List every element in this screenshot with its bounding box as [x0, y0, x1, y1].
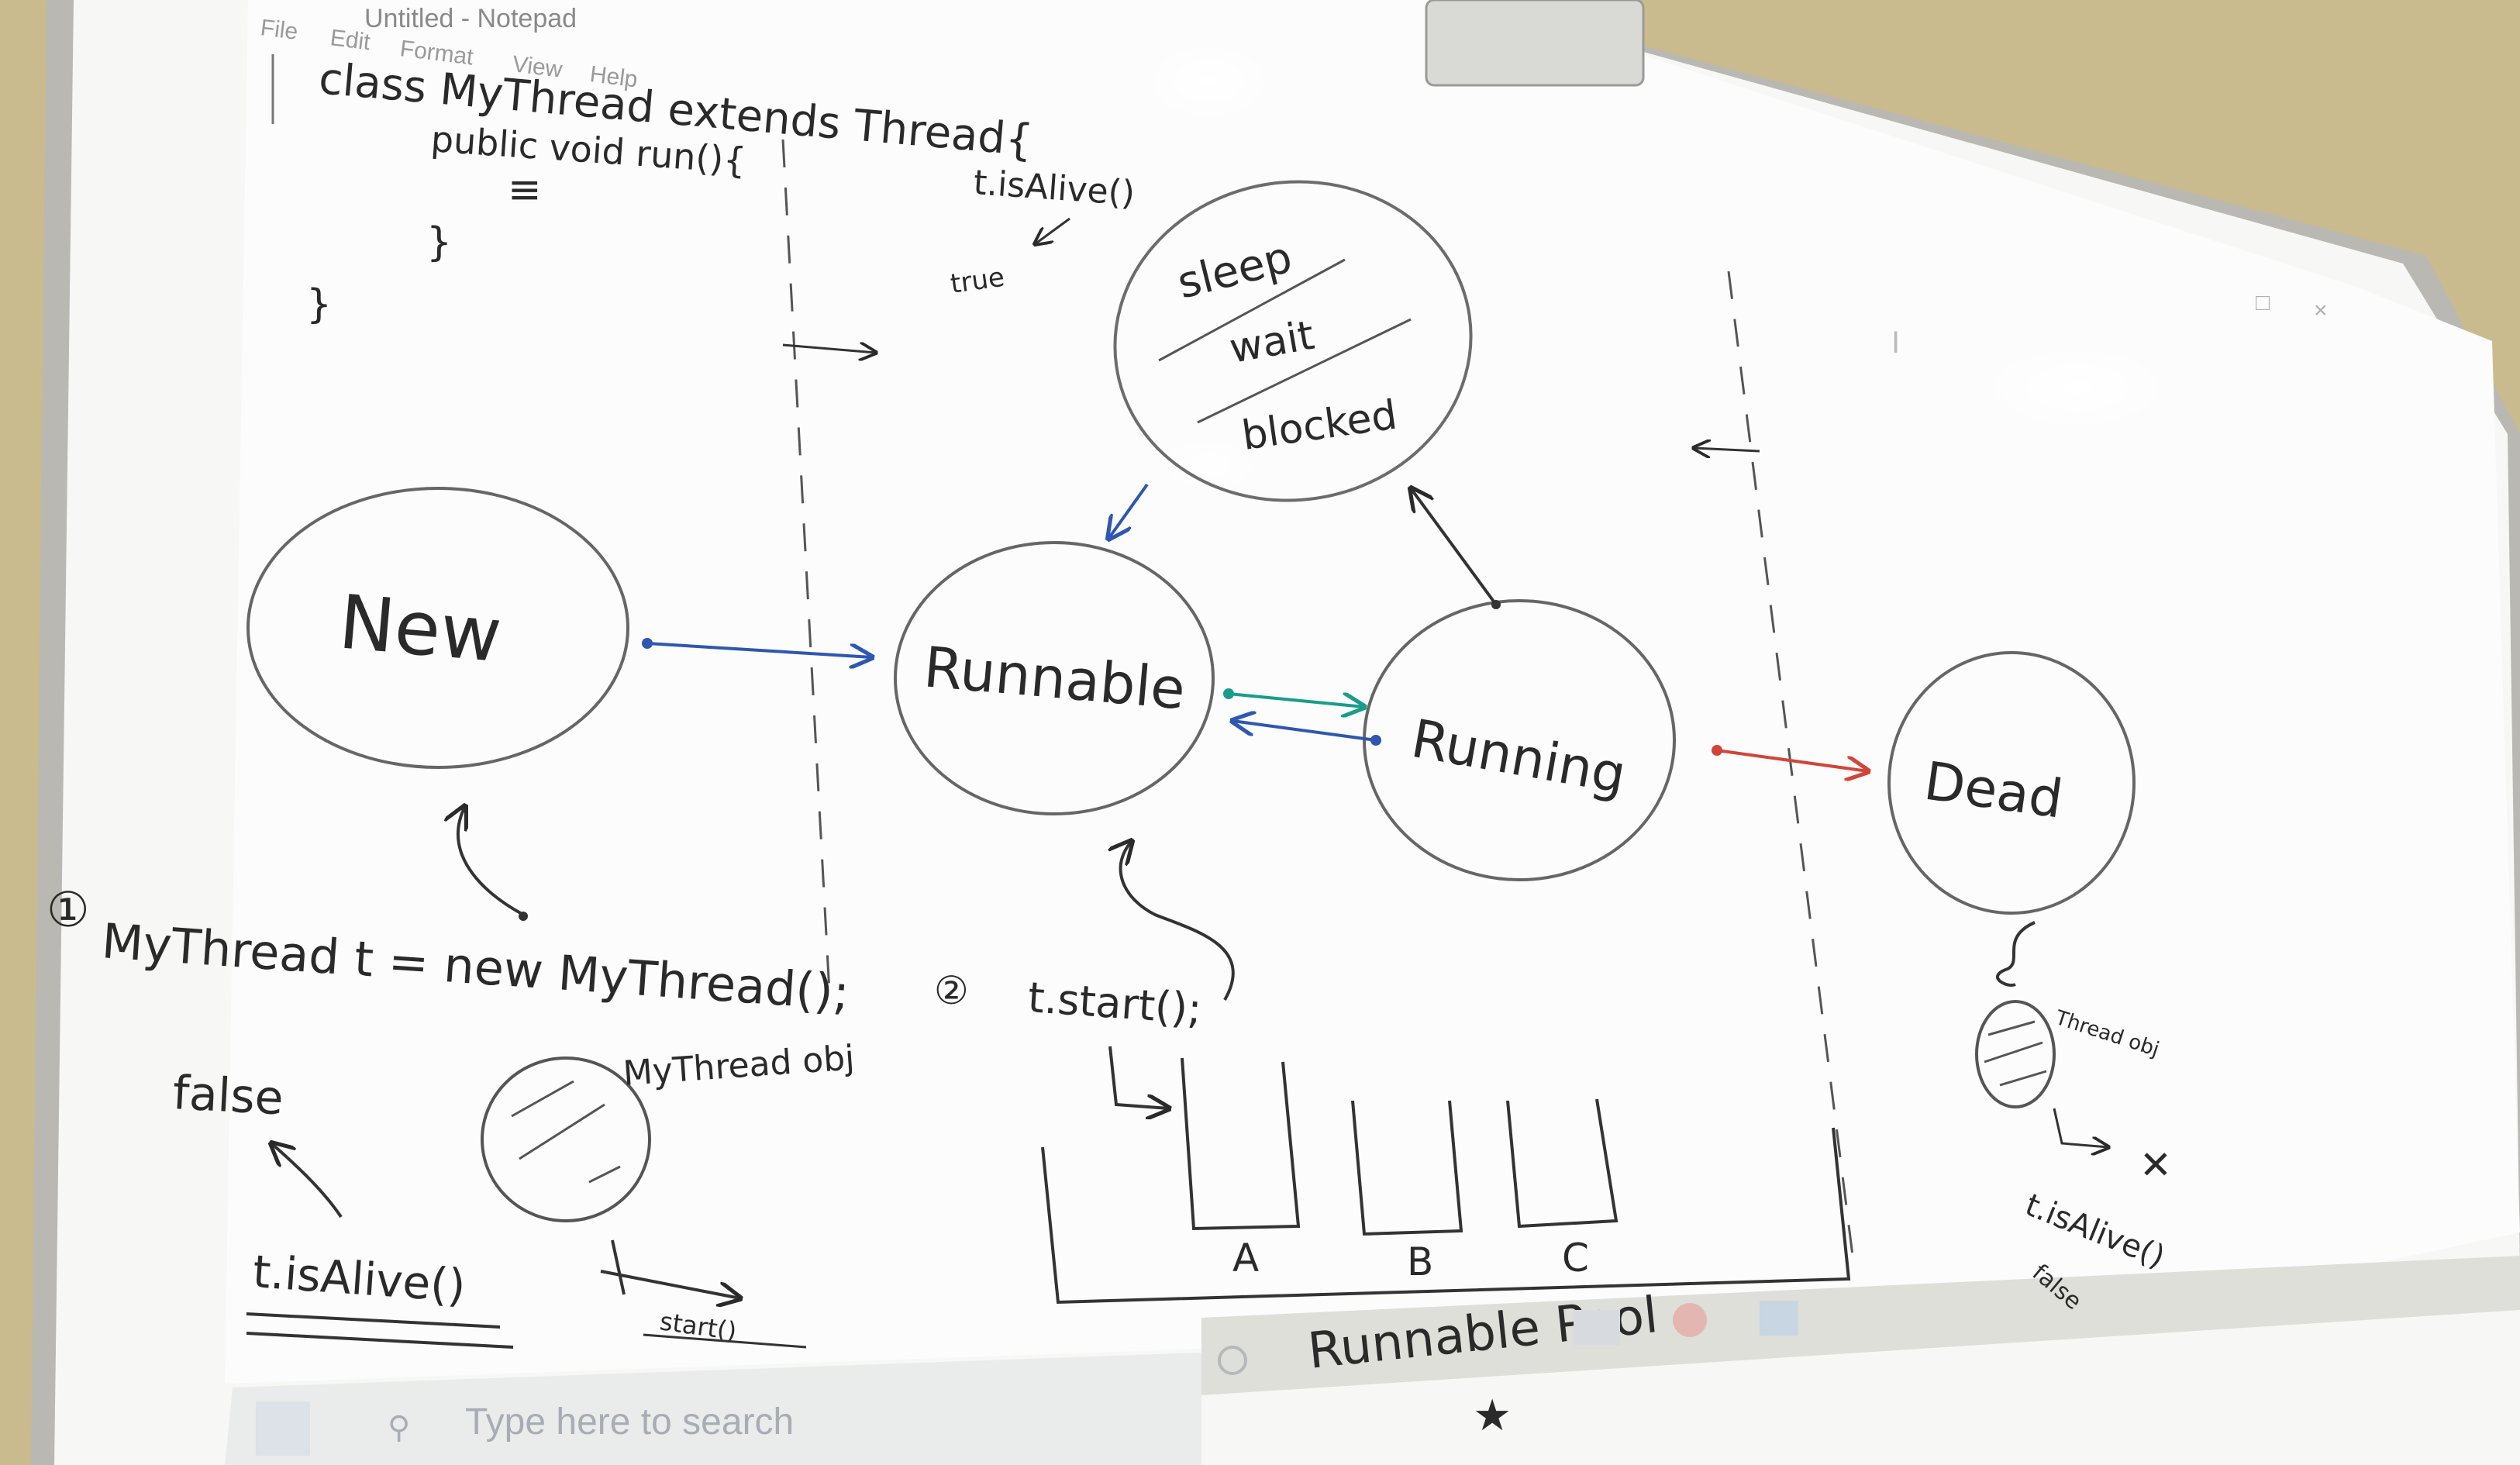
window-minimize-icon[interactable]: □: [2256, 290, 2270, 315]
hatch-line: [519, 1103, 605, 1160]
hatch-line: [588, 1165, 621, 1184]
arrow-to-pool: [1108, 1046, 1169, 1108]
step1-number: ①: [47, 881, 90, 938]
arrow-runnable-to-running: [1228, 692, 1364, 707]
light-glare: [1139, 39, 1279, 124]
light-glare: [1155, 434, 1263, 496]
task-view-icon[interactable]: [1574, 1310, 1620, 1345]
arrow-dot: [642, 638, 653, 649]
hatch-line: [511, 1080, 574, 1118]
arrow-dot: [1223, 688, 1234, 699]
arrow-to-gc: [2053, 1108, 2108, 1147]
waiting-state-circle: [1113, 180, 1473, 502]
light-glare: [1977, 341, 2178, 434]
arrow-to-runnable: [1121, 841, 1235, 1001]
arrow-dot: [519, 912, 528, 921]
divider-line: [1197, 318, 1412, 424]
arrow-running-to-runnable: [1232, 721, 1377, 742]
code-close-class: }: [306, 281, 332, 328]
start-stroke: [611, 1239, 626, 1295]
search-icon[interactable]: ⚲: [388, 1411, 410, 1445]
windows-start-icon[interactable]: [256, 1401, 310, 1456]
code-body: ≡: [508, 167, 542, 213]
queue-c-label: C: [1562, 1236, 1589, 1281]
true-label: true: [949, 262, 1007, 300]
step2-statement: t.start();: [1026, 973, 1203, 1034]
taskbar-right: [1201, 1256, 2520, 1395]
notepad-title: Untitled - Notepad: [364, 4, 577, 33]
arrow-to-false: [271, 1143, 343, 1219]
divider-line: [1158, 258, 1346, 362]
arrow-to-new: [458, 806, 524, 916]
start-arrow: [600, 1270, 740, 1298]
boundary-arrow: [1694, 448, 1760, 451]
menu-file[interactable]: File: [259, 15, 299, 45]
menu-view[interactable]: View: [511, 51, 564, 83]
queue-a-label: A: [1232, 1236, 1259, 1281]
step2-number: ②: [934, 968, 969, 1013]
divider-right: [1727, 271, 1854, 1256]
menu-edit[interactable]: Edit: [329, 25, 372, 55]
arrow-dot: [1491, 600, 1501, 609]
boundary-arrow: [782, 345, 876, 353]
arrow-from-obj: [1996, 921, 2036, 987]
arrow-dot: [1712, 745, 1722, 756]
arrow-running-to-dead: [1716, 749, 1868, 771]
underline: [246, 1312, 501, 1329]
star-icon: ★: [1473, 1391, 1512, 1441]
running-state-circle: [1363, 599, 1676, 881]
hatch-line: [1984, 1041, 2043, 1063]
window-close-icon[interactable]: ×: [2314, 298, 2328, 323]
hatch-line: [1987, 1020, 2036, 1036]
taskbar-search-input[interactable]: Type here to search: [465, 1401, 794, 1443]
hatch-line: [1999, 1070, 2047, 1087]
taskbar: [225, 1353, 1201, 1465]
gc-cross-icon: ✕: [2139, 1143, 2172, 1188]
queue-c: [1506, 1098, 1619, 1229]
runnable-state-circle: [894, 541, 1215, 815]
code-close-method: }: [426, 219, 452, 266]
thread-obj-circle: [1975, 1000, 2056, 1108]
queue-b-label: B: [1407, 1239, 1433, 1284]
text-cursor-icon: I: [1891, 326, 1900, 360]
projector-device: [1425, 0, 1645, 87]
arrow-dot: [1370, 735, 1381, 746]
arrow-waiting-to-runnable: [1108, 483, 1149, 539]
new-state-circle: [246, 487, 629, 769]
cortana-icon[interactable]: [1218, 1346, 1247, 1375]
underline: [643, 1333, 807, 1349]
arrow-running-to-waiting: [1411, 488, 1498, 606]
arrow-new-to-runnable: [646, 642, 872, 657]
menu-help[interactable]: Help: [588, 61, 639, 92]
queue-b: [1351, 1100, 1463, 1236]
underline: [246, 1332, 514, 1349]
false-label: false: [171, 1066, 284, 1125]
arrow-to-true: [1035, 217, 1070, 244]
app-icon[interactable]: [1760, 1301, 1798, 1336]
new-state-label: New: [336, 578, 505, 679]
mythread-obj-circle: [481, 1057, 651, 1222]
queue-a: [1181, 1057, 1301, 1231]
dead-state-circle: [1887, 651, 2136, 915]
runnable-pool-container: [1041, 1127, 1851, 1305]
chrome-icon[interactable]: [1673, 1303, 1707, 1337]
